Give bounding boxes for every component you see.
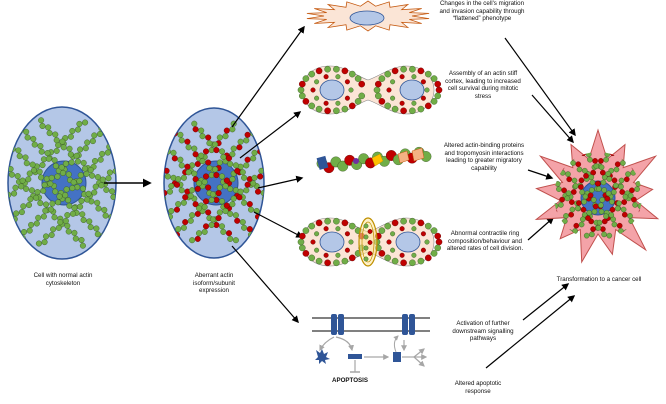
label-binding-proteins: Altered actin-binding proteins and tropo…	[443, 142, 525, 172]
label-contractile-ring: Abnormal contractile ring composition/be…	[446, 230, 524, 253]
contractile-ring-cell	[297, 217, 443, 267]
label-migration: Changes in the cell's migration and inva…	[439, 0, 525, 23]
signalling-pathway	[312, 314, 430, 373]
arrow-signalling-to-cancer	[522, 283, 570, 321]
label-apoptotic-response: Altered apoptotic response	[454, 380, 502, 395]
arrow-to-ring	[253, 211, 304, 238]
arrow-ring-to-cancer	[527, 217, 555, 241]
cancer-cell	[534, 128, 660, 264]
arrow-binding-to-cancer	[527, 169, 554, 180]
label-normal-cell: Cell with normal actin cytoskeleton	[33, 272, 93, 287]
label-apoptosis: APOPTOSIS	[332, 377, 368, 384]
arrow-cortex-to-cancer	[531, 94, 574, 144]
arrow-migration-to-cancer	[504, 37, 576, 137]
label-aberrant-cell: Aberrant actin isoform/subunit expressio…	[193, 272, 235, 295]
label-signalling: Activation of further downstream signall…	[452, 320, 514, 343]
label-stiff-cortex: Assembly of an actin stiff cortex, leadi…	[445, 70, 521, 100]
actin-binding-filament	[316, 146, 432, 174]
receptor-1	[331, 314, 337, 335]
flattened-cell	[306, 0, 430, 32]
arrow-apoptosis-to-cancer	[485, 295, 576, 369]
arrow-to-signalling	[231, 245, 299, 324]
aberrant-cell	[163, 107, 265, 259]
aberrant-actin-network	[164, 120, 264, 244]
arrow-to-stiff-cortex	[239, 111, 302, 159]
stiff-cortex-dividing-cell	[297, 65, 443, 115]
label-cancer-cell: Transformation to a cancer cell	[556, 276, 642, 283]
arrow-to-migration	[231, 25, 305, 128]
arrow-to-binding	[257, 175, 304, 189]
receptor-2	[402, 314, 408, 335]
